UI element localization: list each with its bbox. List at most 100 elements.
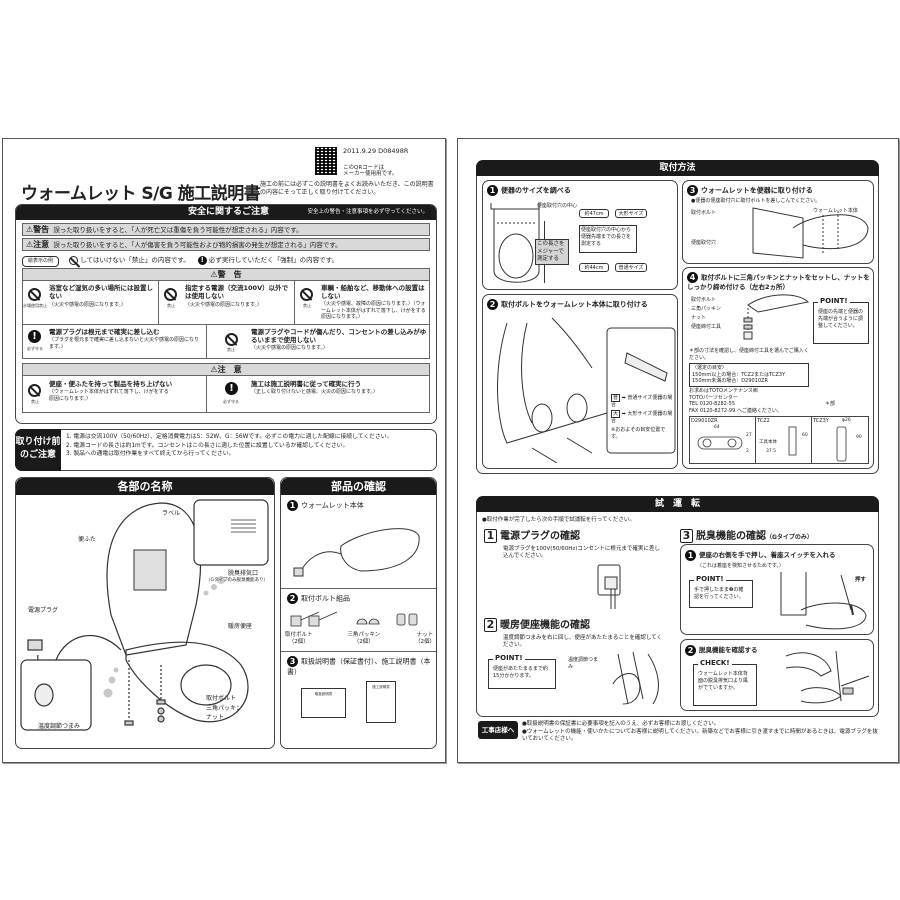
point-box: POINT! 手で押したまま❷の確認を行ってください。 bbox=[689, 575, 753, 608]
warmlet-body-illustration bbox=[293, 528, 420, 577]
prohibit-icon bbox=[300, 288, 313, 301]
vent-note: （Gタイプのみ脱臭機能あり） bbox=[206, 578, 268, 583]
symbol-legend: 絵表示の例 してはいけない「禁止」の内容です。 ! 必ず実行していただく「強制」… bbox=[22, 254, 430, 267]
bolt-label: 取付ボルト bbox=[206, 695, 237, 702]
warning-item: 水場使用禁止 浴室など湿気の多い場所には設置しない （火災や感電の原因になります… bbox=[23, 281, 159, 325]
prohibit-icon bbox=[28, 384, 41, 397]
safety-header: 安全に関するご注意 安全上の警告・注意事項を必ず守ってください。 bbox=[16, 205, 436, 220]
part-item: 取付ボルト（2個） bbox=[285, 632, 313, 645]
legend-item: 大 ➡ 大形サイズ便器の場合 bbox=[611, 410, 673, 424]
left-page-installation-manual: 2011.9.29 D08498R このQRコードは メーカー使用用です。 ウォ… bbox=[2, 138, 446, 763]
install-section bbox=[476, 176, 879, 474]
no-water-icon bbox=[28, 288, 41, 301]
label-label: ラベル bbox=[162, 510, 181, 517]
legend-label: 絵表示の例 bbox=[22, 256, 60, 267]
caution-section-title: ⚠注 意 bbox=[23, 364, 429, 376]
tool-note: ＊部の寸法を確認し、便座締付工具を選んでご購入ください。 bbox=[689, 348, 809, 361]
parts-center-contact: お求めはTOTOメンテナンス㈱ TOTOパーツセンター TEL 0120-828… bbox=[689, 388, 829, 414]
prohibit-icon bbox=[69, 255, 79, 265]
warmlet-mount-diagram bbox=[752, 207, 869, 259]
point-box: POINT! 便座の先端と便器の先端が合うように調整してください。 bbox=[813, 297, 869, 344]
test-run-intro: ●取付作業が完了したら次の手順で試運転を行ってください。 bbox=[482, 517, 635, 523]
bolt-set-parts: 取付ボルト（2個） 三角パッキン（2個） ナット（2個） bbox=[285, 632, 435, 646]
fax-number: FAX 0120-8272-99 へご連絡ください。 bbox=[689, 407, 782, 414]
qr-note: このQRコードは メーカー使用用です。 bbox=[343, 165, 398, 177]
pre-install-list: 1. 電源は交流100V（50/60Hz）、定格消費電力はS：52W、G：56W… bbox=[66, 433, 432, 459]
contractor-note: ●取扱説明書の保証書に必要事項を記入のうえ、必ずお客様にお渡しください。 bbox=[522, 721, 720, 727]
vent-label: 脱臭排気口 bbox=[228, 570, 259, 577]
caution-item: ! 必ず守る 施工は施工説明書に従って確実に行う （正しく取り付けないと感電、火… bbox=[223, 380, 379, 404]
qr-code bbox=[315, 147, 337, 175]
warmlet-body-label: ウォームレット本体 bbox=[813, 208, 858, 214]
mandatory-icon: ! bbox=[197, 255, 207, 265]
bolt-set-illustration bbox=[290, 611, 418, 627]
bolt-label: 取付ボルト bbox=[691, 210, 717, 216]
test-sec-1-text: 電源プラグを100V(50/60Hz)コンセントに根元まで確実に差し込んでくださ… bbox=[503, 546, 660, 559]
contractor-note: ●ウォームレットの機能・使いかたについてお客様に説明してください。新築などでお客… bbox=[522, 728, 878, 743]
warning-item: ! 必ず守る 電源プラグは根元まで確実に差し込む （プラグを根元まで確実に差し込… bbox=[23, 325, 207, 358]
toilet-bowl-top-diagram bbox=[490, 203, 540, 283]
caution-item: 禁止 便座・便ふたを持って製品を持ち上げない （ウォームレット本体がはずれて落下… bbox=[23, 376, 207, 412]
tel-number: TEL 0120-8282-55 bbox=[689, 401, 736, 407]
pre-install-item: 1. 電源は交流100V（50/60Hz）、定格消費電力はS：52W、G：56W… bbox=[66, 434, 393, 440]
tool-d29010zr: D29010ZR 64 27 2 bbox=[690, 417, 756, 463]
bolt-attach-diagram bbox=[497, 317, 676, 463]
part-item: 三角パッキン（2個） bbox=[347, 632, 381, 645]
safety-section: 安全に関するご注意 安全上の警告・注意事項を必ず守ってください。 ⚠警告 誤った… bbox=[15, 204, 437, 424]
tool-tcz3y: TCZ3Y φ26 90 bbox=[812, 417, 868, 463]
legend-item: 普 ➡ 普通サイズ便器の場合 bbox=[611, 394, 673, 408]
toilet-seat-diagram bbox=[20, 499, 269, 731]
star-part-label: ＊部 bbox=[825, 401, 836, 407]
warning-section: ⚠警 告 水場使用禁止 浴室など湿気の多い場所には設置しない （火災や感電の原因… bbox=[22, 268, 430, 359]
press-seat-illustration bbox=[780, 572, 867, 630]
warning-item: 禁止 指定する電源（交流100V）以外では使用しない （火災や感電の原因になりま… bbox=[159, 281, 295, 325]
plug-label: 電源プラグ bbox=[28, 607, 59, 614]
instruction-manual-doc: 取扱説明書 bbox=[301, 688, 346, 718]
large-length: 約47cm bbox=[579, 209, 609, 218]
prohibit-icon bbox=[225, 333, 238, 346]
tool-dimension-table: D29010ZR 64 27 2 TCZ2 60 工具本体 37.5 TCZ3Y… bbox=[689, 416, 869, 464]
page-title: ウォームレット S/G 施工説明書 bbox=[21, 184, 261, 204]
mandatory-icon: ! bbox=[225, 382, 238, 395]
packing-label: 三角パッキン bbox=[206, 705, 242, 712]
hole-center-label: 便座取付穴の中心 bbox=[537, 203, 578, 209]
test-run-header: 試 運 転 bbox=[476, 496, 879, 512]
parts-check-header: 部品の確認 bbox=[281, 478, 436, 495]
mandatory-icon: ! bbox=[28, 330, 41, 343]
check-vent-illustration bbox=[785, 650, 870, 704]
warning-item: 禁止 車輌・船舶など、移動体への設置はしない （火災や感電、故障の原因になります… bbox=[295, 281, 430, 325]
point-box: POINT! 便座があたたまるまで約15分かかります。 bbox=[488, 654, 556, 689]
step3-note: ●便器の便座取付穴に取付ボルトを差しこんでください。 bbox=[691, 198, 821, 204]
parts-names-section: 各部の名称 bbox=[15, 477, 275, 749]
regular-size: 普通サイズ bbox=[615, 263, 647, 272]
tool-tcz2: TCZ2 60 工具本体 37.5 bbox=[756, 417, 812, 463]
seat-label: 暖房便座 bbox=[228, 623, 253, 630]
measure-desc: 便座取付穴の中心から便器先端までの長さを測定する bbox=[579, 225, 637, 253]
temp-knob-label: 温度調節つまみ bbox=[568, 657, 599, 670]
bolt-position-legend: 普 ➡ 普通サイズ便器の場合 大 ➡ 大形サイズ便器の場合 ※おおよその目安位置… bbox=[611, 394, 673, 440]
part-item: ナット（2個） bbox=[414, 632, 435, 645]
warning-item: 禁止 電源プラグやコードが傷んだり、コンセントの差し込みがゆるいままで使用しない… bbox=[225, 328, 427, 352]
seat-hole-label: 便座取付穴 bbox=[691, 240, 717, 246]
nut-label: ナット bbox=[206, 714, 225, 721]
pre-install-notes: 取り付け前のご注意 1. 電源は交流100V（50/60Hz）、定格消費電力はS… bbox=[15, 429, 437, 471]
caution-section: ⚠注 意 禁止 便座・便ふたを持って製品を持ち上げない （ウォームレット本体がは… bbox=[22, 363, 430, 413]
lid-label: 便ふた bbox=[78, 536, 97, 543]
regular-length: 約44cm bbox=[579, 263, 609, 272]
title-note: 施工の前には必ずこの説明書をよくお読みいただき、この説明書の内容にそって正しく取… bbox=[260, 181, 434, 196]
outlet-plug-illustration bbox=[597, 564, 621, 609]
contractor-notes: ●取扱説明書の保証書に必要事項を記入のうえ、必ずお客様にお渡しください。 ●ウォ… bbox=[522, 721, 882, 744]
knob-label: 温度調節つまみ bbox=[38, 723, 81, 730]
prohibit-icon bbox=[164, 288, 177, 301]
